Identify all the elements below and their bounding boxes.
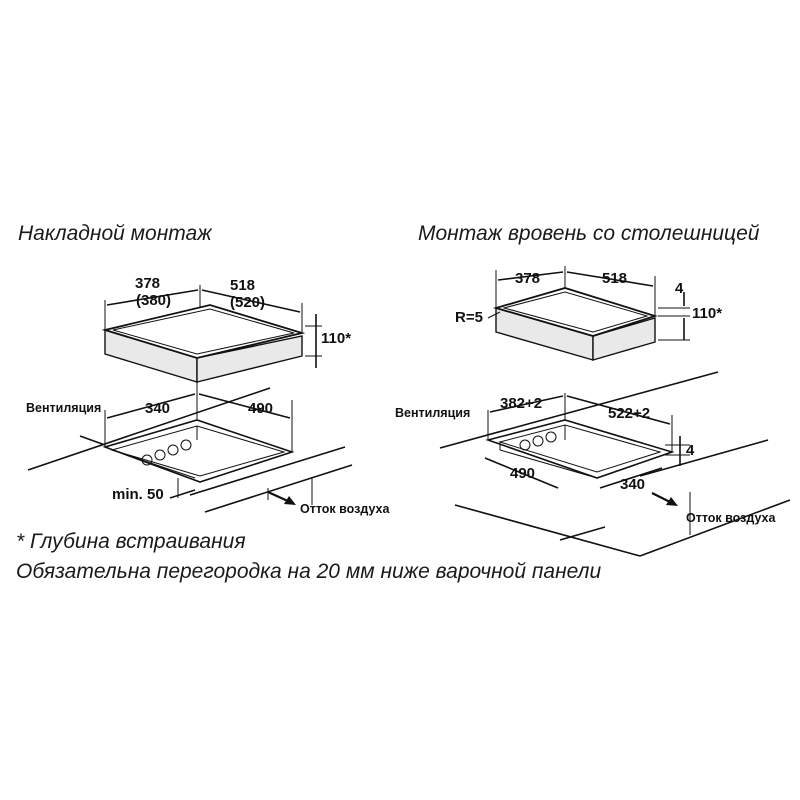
left-air-outlet: Отток воздуха xyxy=(267,490,391,516)
dim-right-radius: R=5 xyxy=(455,309,483,326)
right-cutout-dimensions: 382+2 522+2 4 490 340 Вентиляция xyxy=(395,393,695,493)
right-hob-dimensions: 378 518 4 110* R=5 xyxy=(455,266,722,341)
left-vent-holes xyxy=(141,439,192,466)
left-hob xyxy=(101,304,306,383)
right-air-outlet: Отток воздуха xyxy=(651,492,777,525)
title-surface-mount: Накладной монтаж xyxy=(18,222,213,245)
dim-right-width: 378 xyxy=(515,270,540,287)
right-hob xyxy=(492,287,658,361)
depth-note: * Глубина встраивания xyxy=(16,530,246,553)
partition-note: Обязательна перегородка на 20 мм ниже ва… xyxy=(16,560,601,583)
left-cutout-dimensions: 340 490 min. 50 Вентиляция xyxy=(26,392,293,503)
dim-left-width-alt: (380) xyxy=(136,292,171,309)
left-air-outlet-label: Отток воздуха xyxy=(300,502,391,516)
dim-left-cutout-width: 340 xyxy=(145,400,170,417)
right-vent-holes xyxy=(519,431,557,451)
dim-left-width: 378 xyxy=(135,275,160,292)
dim-right-recess-depth: 522+2 xyxy=(608,405,650,422)
right-countertop xyxy=(439,371,791,557)
left-hob-dimensions: 378 (380) 518 (520) 110* xyxy=(104,275,351,408)
dim-left-height: 110* xyxy=(321,330,351,347)
dim-left-depth: 518 xyxy=(230,277,255,294)
left-ventilation-label: Вентиляция xyxy=(26,401,101,415)
dim-left-min-gap: min. 50 xyxy=(112,486,164,503)
title-flush-mount: Монтаж вровень со столешницей xyxy=(418,222,760,245)
dim-left-cutout-depth: 490 xyxy=(248,400,273,417)
dim-right-edge: 4 xyxy=(675,280,684,297)
right-air-outlet-label: Отток воздуха xyxy=(686,511,777,525)
dim-left-depth-alt: (520) xyxy=(230,294,265,311)
dim-right-depth: 518 xyxy=(602,270,627,287)
dim-right-cutout-depth: 490 xyxy=(510,465,535,482)
dim-right-recess-width: 382+2 xyxy=(500,395,542,412)
right-ventilation-label: Вентиляция xyxy=(395,406,470,420)
dim-right-cutout-width: 340 xyxy=(620,476,645,493)
dim-right-recess-height: 4 xyxy=(686,442,695,459)
dim-right-height: 110* xyxy=(692,305,722,322)
